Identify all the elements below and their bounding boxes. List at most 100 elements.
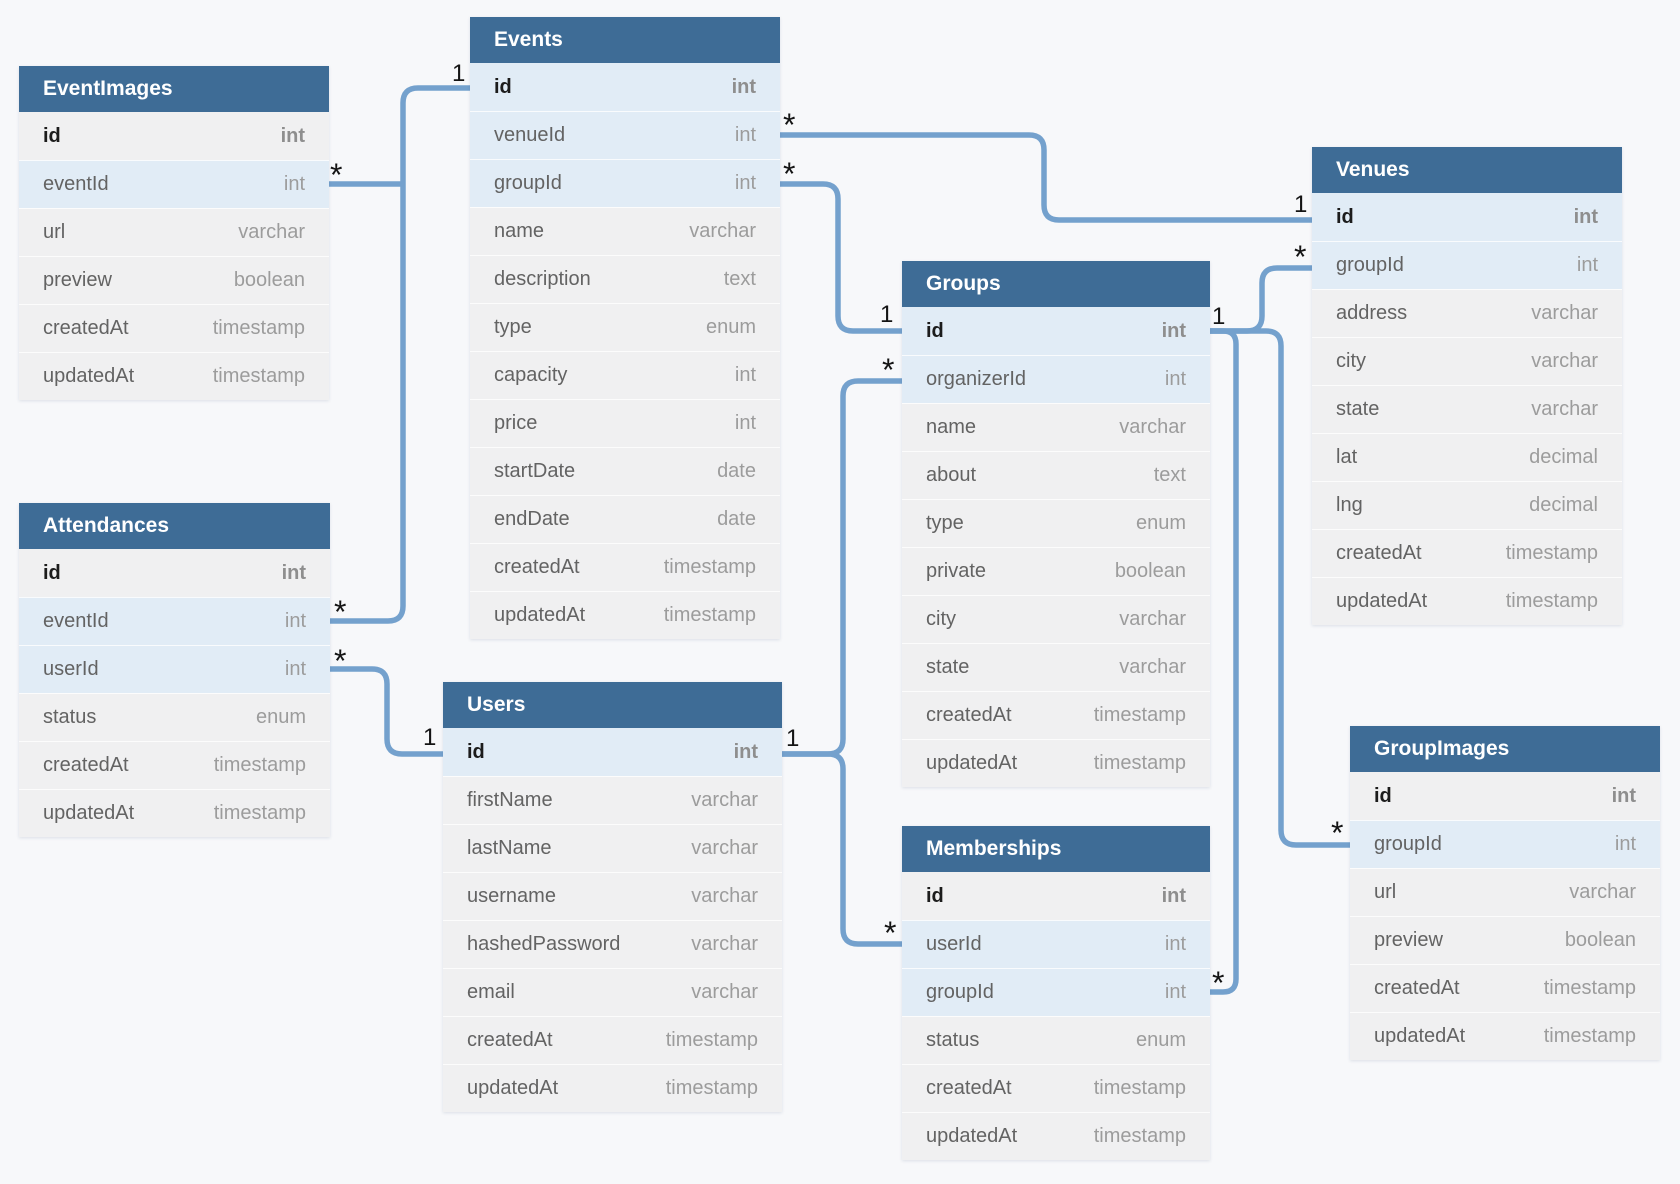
field-type: int [731,75,756,98]
field-type: varchar [1119,656,1186,678]
field-type: int [284,610,306,632]
relationship-line-users-id--groups-organizerid [782,378,902,757]
field-type: timestamp [213,802,306,824]
field-type: timestamp [213,754,306,776]
table-header-groupimages[interactable]: GroupImages [1350,726,1660,772]
field-name: address [1336,302,1408,324]
table-header-eventimages[interactable]: EventImages [19,66,329,112]
table-header-users[interactable]: Users [443,682,782,728]
field-name: name [494,220,545,242]
field-name: groupId [1336,254,1404,276]
field-name: groupId [494,172,562,194]
relationship-line-users-id--memberships-userid [782,751,902,947]
field-name: createdAt [1336,542,1422,564]
table-header-events[interactable]: Events [470,17,780,63]
field-type: timestamp [663,556,756,578]
field-name: createdAt [926,704,1012,726]
field-type: varchar [1119,608,1186,630]
cardinality-label-one: 1 [423,724,437,751]
table-header-groups[interactable]: Groups [902,261,1210,307]
field-name: username [467,885,556,907]
table-header-memberships[interactable]: Memberships [902,826,1210,872]
field-type: varchar [691,837,758,859]
field-type: text [1153,464,1186,486]
field-type: int [734,124,756,146]
table-header-venues[interactable]: Venues [1312,147,1622,193]
field-name: updatedAt [43,365,135,387]
table-header-attendances[interactable]: Attendances [19,503,330,549]
